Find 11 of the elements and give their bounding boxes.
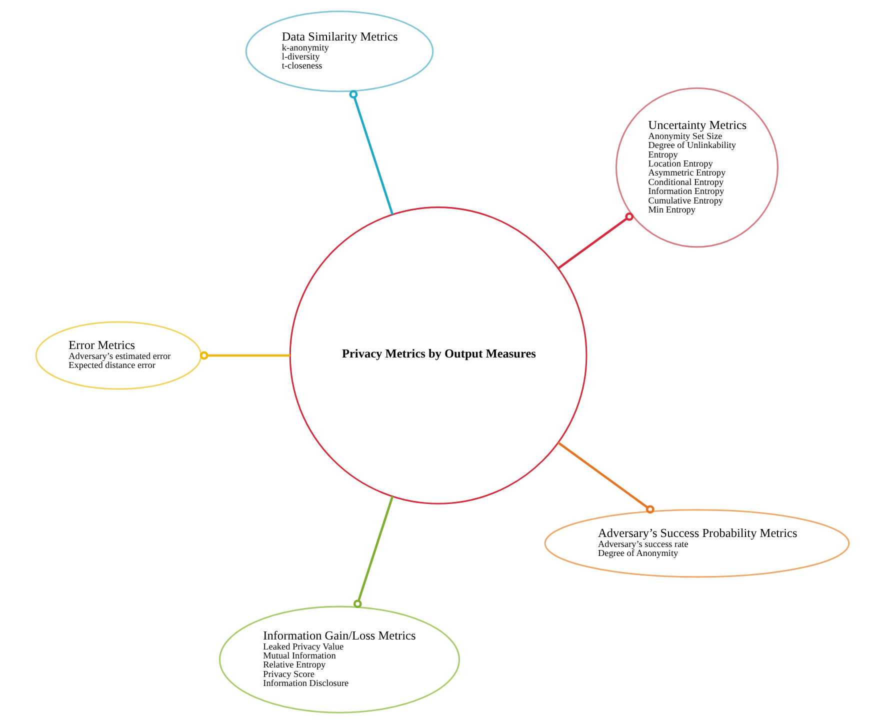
connector: [200, 351, 290, 360]
node-circle: Privacy Metrics by Output Measures: [289, 206, 588, 504]
node-ellipse: Error Metrics Adversary’s estimated error Expected distance error: [35, 321, 202, 390]
connector: [558, 212, 634, 270]
node-ellipse: Data Similarity Metrics k-anonymity l-diversity t-closeness: [245, 10, 434, 92]
node-circle: Uncertainty Metrics Anonymity Set Size Degree of Unlinkability Entropy Location Entropy Asymmetric Entropy Conditional Entropy Information Entropy Cumulative Entropy Min Entropy: [615, 87, 778, 248]
connector: [353, 496, 394, 608]
connector: [558, 442, 654, 514]
node-ellipse: Adversary’s Success Probability Metrics Adversary’s success rate Degree of Anonymity: [544, 509, 850, 578]
connector: [349, 90, 394, 215]
node-ellipse: Information Gain/Loss Metrics Leaked Privacy Value Mutual Information Relative Entropy Privacy Score Information Disclosure: [218, 606, 460, 714]
